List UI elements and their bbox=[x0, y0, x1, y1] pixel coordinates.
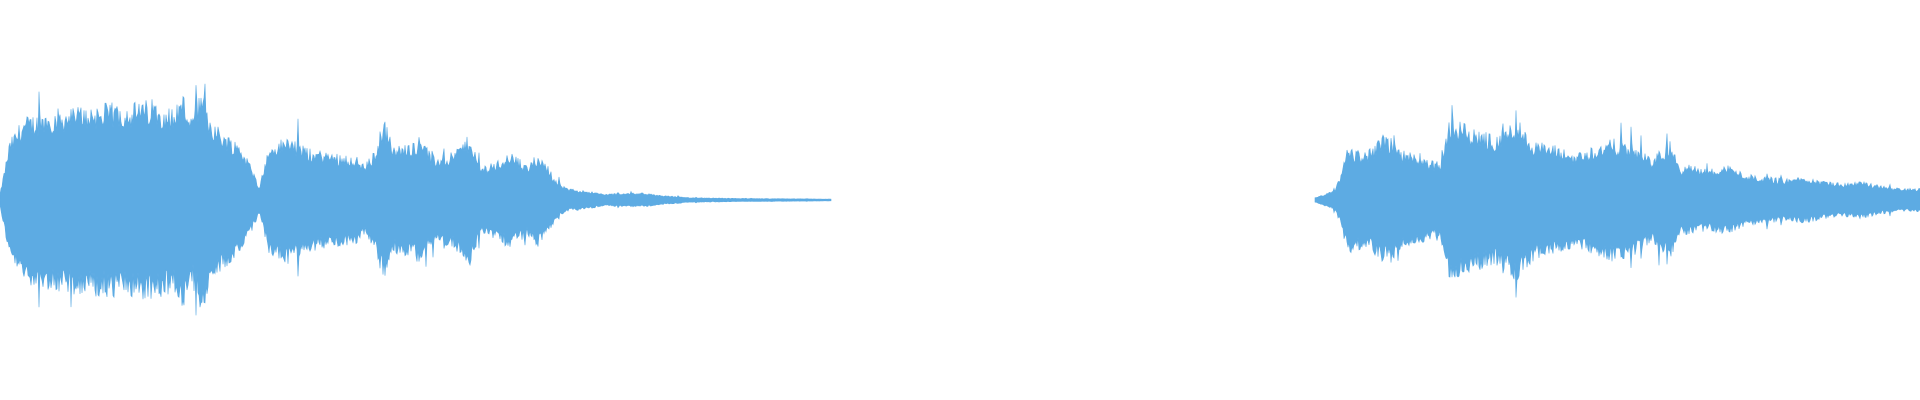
waveform-shape bbox=[1314, 105, 1920, 298]
waveform-clip-1 bbox=[0, 83, 832, 316]
waveform-clip-2 bbox=[1314, 105, 1920, 298]
